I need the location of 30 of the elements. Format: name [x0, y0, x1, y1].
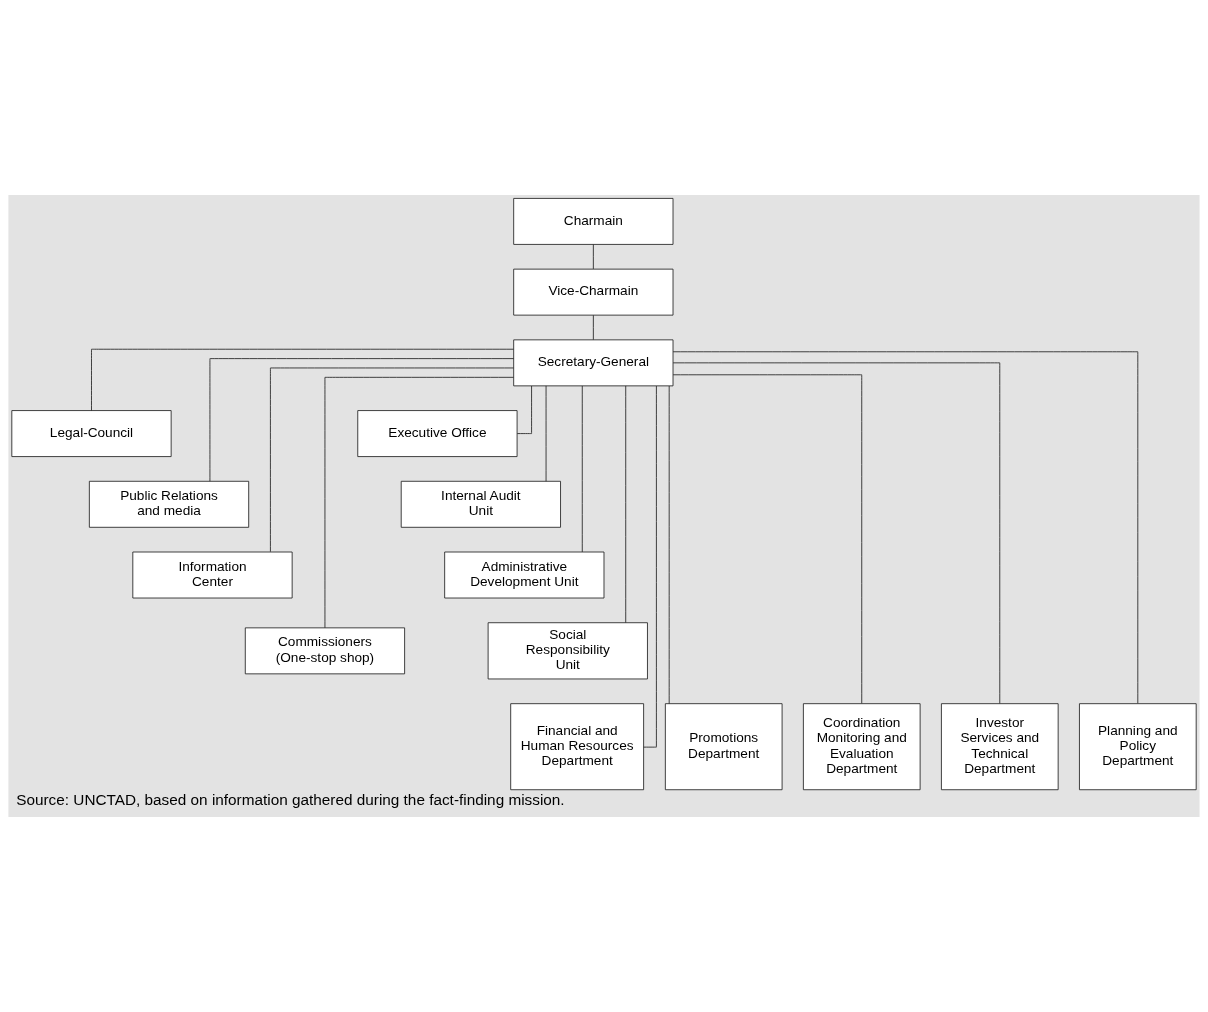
node-box: Promotions Department: [664, 703, 783, 791]
connector: [668, 385, 670, 705]
node-box: Financial and Human Resources Department: [510, 703, 645, 791]
node-box: Vice-Charmain: [513, 268, 674, 316]
node-box: Investor Services and Technical Department: [941, 703, 1059, 791]
connector: [672, 351, 1139, 704]
connector: [270, 367, 514, 553]
connector: [91, 348, 514, 411]
node-box: Internal Audit Unit: [400, 480, 561, 528]
node-box: Executive Office: [357, 410, 518, 457]
connector: [672, 374, 863, 704]
node-box: Information Center: [132, 551, 293, 599]
node-box: Social Responsibility Unit: [487, 622, 648, 680]
caption: Source: UNCTAD, based on information gathered during the fact-finding mission.: [16, 791, 565, 809]
node-box: Planning and Policy Department: [1079, 703, 1197, 791]
connector: [625, 385, 627, 624]
node-box: Coordination Monitoring and Evaluation Department: [802, 703, 921, 791]
connector: [672, 362, 1001, 704]
node-box: Charmain: [513, 198, 674, 245]
connector: [581, 385, 583, 553]
connector: [324, 376, 514, 629]
node-box: Administrative Development Unit: [444, 551, 605, 599]
node-box: Legal-Council: [11, 410, 172, 457]
connector: [592, 314, 594, 341]
connector: [545, 385, 547, 482]
connector: [209, 358, 515, 482]
connector: [592, 244, 594, 270]
node-box: Commissioners (One-stop shop): [244, 627, 406, 675]
node-box: Public Relations and media: [88, 480, 250, 528]
node-box: Secretary-General: [513, 339, 674, 387]
